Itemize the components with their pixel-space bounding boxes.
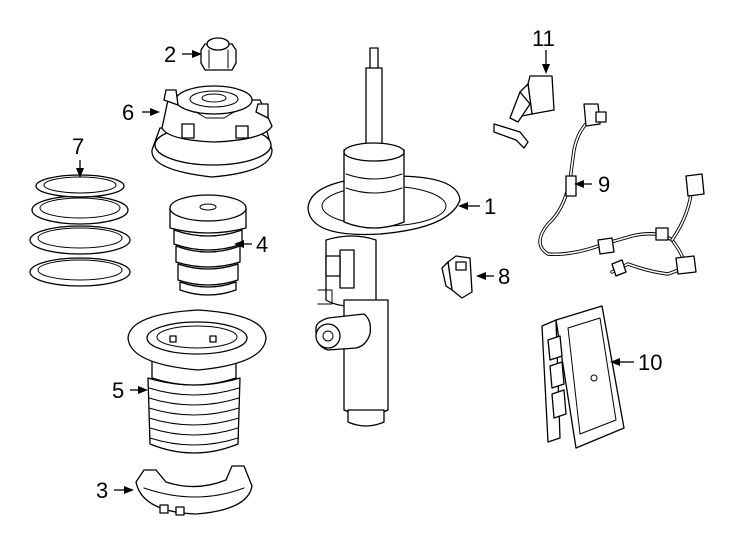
callout-10: 10 <box>638 350 662 375</box>
callout-leaders <box>76 50 634 494</box>
wiring-harness <box>538 103 705 277</box>
callout-8: 8 <box>498 264 510 289</box>
callout-7: 7 <box>72 134 84 159</box>
callout-2: 2 <box>164 42 176 67</box>
coil-spring <box>29 174 131 287</box>
callout-4: 4 <box>256 232 268 257</box>
strut-mount <box>151 85 273 178</box>
callout-5: 5 <box>112 378 124 403</box>
strut-assembly <box>307 47 461 427</box>
level-sensor-bracket <box>493 75 555 149</box>
callout-9: 9 <box>598 172 610 197</box>
callout-3: 3 <box>96 478 108 503</box>
bump-stop <box>169 194 247 296</box>
dust-boot <box>127 309 267 454</box>
top-nut <box>200 37 237 71</box>
control-module <box>541 305 625 449</box>
callout-6: 6 <box>122 100 134 125</box>
callout-11: 11 <box>532 26 555 51</box>
callout-1: 1 <box>484 194 496 219</box>
lower-spring-pad <box>135 465 253 516</box>
wire-clip <box>441 255 473 299</box>
